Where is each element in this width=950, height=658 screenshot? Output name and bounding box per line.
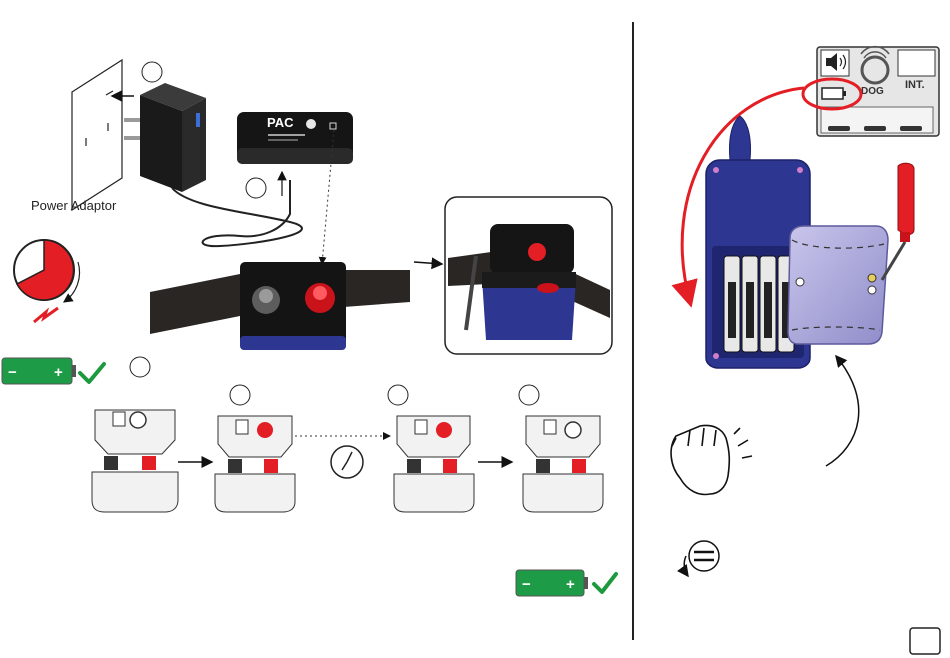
screw-rotate-icon — [684, 541, 719, 576]
battery-minus-label: − — [522, 576, 531, 593]
curved-arrow-up — [826, 356, 859, 466]
zoom-arrow — [414, 262, 442, 264]
battery-full-icon: − + — [2, 358, 76, 384]
battery-plus-label: + — [54, 364, 63, 381]
lcd-battery-icon — [822, 88, 843, 99]
collar-unit-1 — [92, 410, 178, 512]
small-clock-icon — [331, 446, 363, 478]
hand-wave-icon — [671, 426, 752, 495]
collar-photo-icon — [150, 262, 410, 350]
step-marker-4 — [230, 385, 250, 405]
power-adaptor-label: Power Adaptor — [31, 198, 117, 213]
battery-minus-label: − — [8, 364, 17, 381]
battery-plus-label: + — [566, 576, 575, 593]
checkmark-icon — [80, 364, 104, 382]
lcd-int-label: INT. — [905, 79, 925, 91]
charger-led-icon — [436, 422, 452, 438]
lcd-display-icon: DOG INT. — [817, 47, 939, 136]
charger-box-icon: PAC — [237, 112, 353, 164]
clock-charging-icon — [14, 240, 80, 302]
zoom-inset — [445, 197, 612, 354]
checkmark-icon — [594, 574, 616, 592]
charger-led-icon — [257, 422, 273, 438]
power-adaptor-icon — [124, 83, 206, 192]
step-marker-5 — [388, 385, 408, 405]
lightning-icon — [34, 308, 58, 322]
step-marker-1 — [142, 62, 162, 82]
page-number-box-icon — [910, 628, 940, 654]
battery-full-icon: − + — [516, 570, 588, 596]
lcd-dog-label: DOG — [861, 86, 884, 97]
step-marker-2 — [246, 178, 266, 198]
wall-socket-icon — [72, 60, 122, 210]
brand-label: PAC — [267, 115, 294, 130]
step-marker-3 — [130, 357, 150, 377]
collar-unit-2 — [215, 416, 295, 512]
charger-led-icon — [528, 243, 546, 261]
battery-cover-icon — [788, 226, 888, 344]
step-marker-6 — [519, 385, 539, 405]
collar-unit-4 — [523, 416, 603, 512]
charger-button-icon — [306, 119, 316, 129]
collar-unit-3 — [394, 416, 474, 512]
